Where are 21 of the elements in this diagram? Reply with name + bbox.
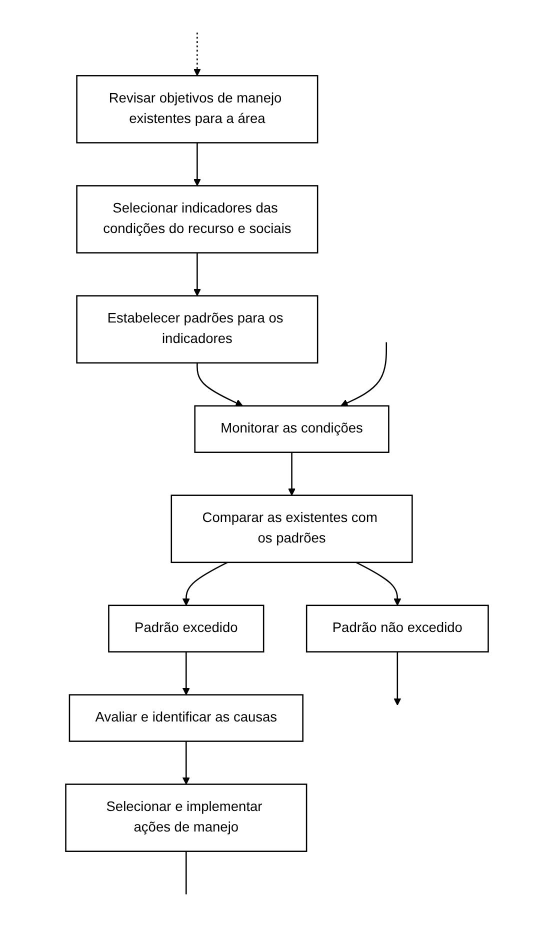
arrow [288, 452, 296, 496]
node-box: Selecionar indicadores das condições do recurso e sociais [76, 185, 318, 254]
node-box: Comparar as existentes com os padrões [170, 494, 413, 564]
arrow [193, 142, 201, 186]
arrow [182, 652, 190, 696]
arrow [182, 741, 190, 785]
arrow [356, 562, 402, 606]
node-box: Padrão não excedido [306, 604, 489, 652]
node-box: Monitorar as condições [194, 405, 390, 453]
node-box: Avaliar e identificar as causas [68, 694, 304, 742]
node-box: Revisar objetivos de manejo existentes para a área [76, 75, 318, 144]
arrow [196, 362, 243, 406]
arrow [193, 252, 201, 296]
arrow [394, 652, 402, 706]
arrow [182, 562, 228, 606]
node-box: Selecionar e implementar ações de manejo [65, 784, 308, 852]
node-box: Padrão excedido [108, 604, 264, 652]
node-box: Estabelecer padrões para os indicadores [76, 295, 318, 364]
arrow [340, 342, 388, 406]
connector [186, 851, 187, 894]
arrow [193, 32, 201, 76]
